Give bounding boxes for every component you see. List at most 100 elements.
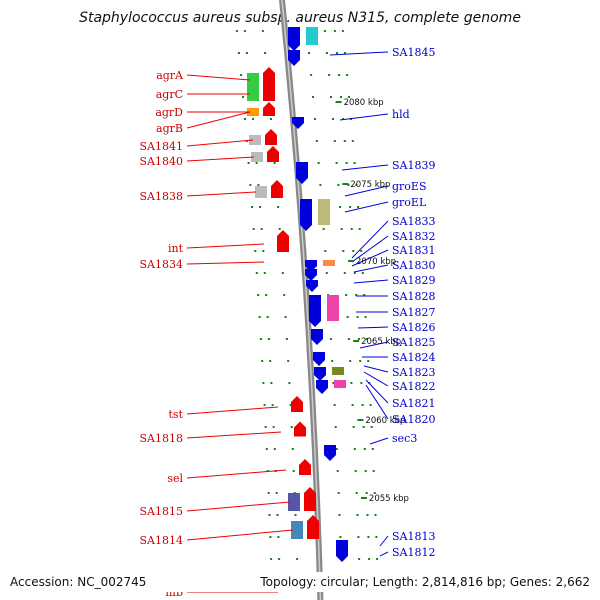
tick-mark <box>328 74 331 76</box>
gene-label-sa1818: SA1818 <box>140 432 183 445</box>
tick-mark <box>247 162 250 164</box>
gene-arrow <box>314 367 326 381</box>
tick-mark <box>324 250 327 252</box>
label-connector <box>339 113 389 121</box>
tick-mark <box>283 294 286 296</box>
tick-mark <box>336 52 338 54</box>
label-connector <box>363 371 389 387</box>
kbp-label: 2070 kbp <box>356 257 396 267</box>
gene-label-sa1821: SA1821 <box>392 397 435 410</box>
tick-mark <box>265 294 268 296</box>
gene-arrow <box>299 459 311 475</box>
label-connector <box>351 249 389 267</box>
tick-mark <box>292 470 295 472</box>
tick-mark <box>358 228 361 230</box>
gene-label-int: int <box>168 242 184 255</box>
tick-mark <box>375 536 378 538</box>
label-connector <box>359 341 389 349</box>
tick-mark <box>273 448 276 450</box>
label-connector <box>344 201 389 213</box>
tick-mark <box>372 470 375 472</box>
kbp-tick <box>353 340 360 342</box>
gene-arrow <box>307 515 319 539</box>
gene-label-sa1845: SA1845 <box>392 46 435 59</box>
gene-arrow <box>277 230 289 252</box>
tick-mark <box>345 162 348 164</box>
tick-mark <box>364 316 367 318</box>
gene-label-sa1830: SA1830 <box>392 259 435 272</box>
tick-mark <box>350 382 353 384</box>
kbp-tick <box>342 183 349 185</box>
tick-mark <box>269 360 272 362</box>
label-connector <box>186 529 294 541</box>
kbp-tick <box>360 497 367 499</box>
tick-mark <box>355 294 358 296</box>
tick-mark <box>353 272 356 274</box>
tick-mark <box>337 492 340 494</box>
tick-mark <box>267 492 270 494</box>
tick-mark <box>261 30 264 32</box>
tick-mark <box>343 272 346 274</box>
tick-mark <box>255 162 258 164</box>
label-connector <box>353 279 389 284</box>
tick-mark <box>352 426 355 428</box>
label-connector <box>186 406 279 415</box>
label-connectors <box>186 51 389 593</box>
gene-label-sa1822: SA1822 <box>392 380 435 393</box>
tick-mark <box>259 206 262 208</box>
tick-mark <box>364 470 367 472</box>
tick-mark <box>240 74 243 76</box>
gene-arrow <box>294 421 306 437</box>
genome-summary-text: Topology: circular; Length: 2,814,816 bp… <box>259 575 590 589</box>
tick-mark <box>347 184 350 186</box>
label-connector <box>186 156 255 162</box>
tick-mark <box>262 382 265 384</box>
gene-annotation-block <box>255 186 267 198</box>
label-connector <box>344 185 389 197</box>
kbp-tick <box>357 419 364 421</box>
tick-mark <box>344 52 346 54</box>
tick-mark <box>357 338 360 340</box>
label-connector <box>186 501 291 512</box>
tick-mark <box>258 316 261 318</box>
gene-label-sa1823: SA1823 <box>392 366 435 379</box>
tick-mark <box>319 184 322 186</box>
tick-mark <box>351 140 354 142</box>
tick-mark <box>362 426 365 428</box>
tick-mark <box>294 514 297 516</box>
tick-mark <box>235 30 238 32</box>
genome-backbone <box>279 0 324 600</box>
gene-label-sa1831: SA1831 <box>392 244 435 257</box>
gene-arrow <box>265 129 277 145</box>
tick-mark <box>332 382 335 384</box>
tick-mark <box>296 558 299 560</box>
tick-mark <box>369 404 372 406</box>
gene-label-agrb: agrB <box>156 122 183 135</box>
tick-mark <box>363 294 366 296</box>
tick-mark <box>346 316 349 318</box>
label-connector <box>186 243 265 249</box>
tick-mark <box>289 404 292 406</box>
gene-annotation-block <box>247 73 259 87</box>
tick-mark <box>315 140 318 142</box>
tick-mark <box>355 492 358 494</box>
gene-label-sa1840: SA1840 <box>140 155 183 168</box>
tick-mark <box>238 52 240 54</box>
tick-mark <box>263 272 266 274</box>
kbp-label: 2060 kbp <box>365 416 405 426</box>
gene-annotation-block <box>288 493 300 511</box>
tick-mark <box>340 228 343 230</box>
gene-arrow <box>288 27 300 51</box>
backbone-highlight <box>281 0 322 600</box>
tick-mark <box>326 52 328 54</box>
tick-mark <box>265 448 268 450</box>
tick-mark <box>259 338 262 340</box>
tick-mark <box>284 316 287 318</box>
tick-mark <box>355 184 358 186</box>
tick-mark <box>349 360 352 362</box>
label-connector <box>351 220 389 259</box>
label-connector <box>186 191 257 197</box>
gene-label-sa1826: SA1826 <box>392 321 435 334</box>
tick-mark <box>338 74 341 76</box>
gene-arrow <box>316 380 328 394</box>
